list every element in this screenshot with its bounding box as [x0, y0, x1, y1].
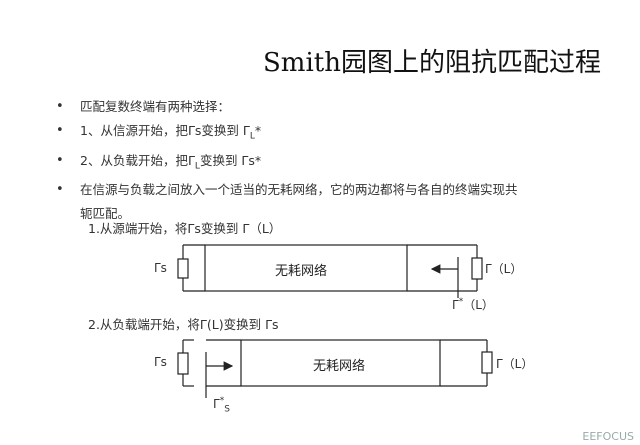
network-label-2: 无耗网络: [313, 359, 366, 374]
conjugate-label-2: Γ*S: [213, 396, 230, 415]
bullet-list: 匹配复数终端有两种选择： 1、从信源开始，把Γs变换到 ΓL* 2、从负载开始，…: [56, 95, 596, 226]
bullet-text: 在信源与负载之间放入一个适当的无耗网络，它的两边都将与各自的终端实现共: [80, 182, 518, 197]
bullet-text: 1、从信源开始，把Γs变换到 Γ: [80, 123, 250, 138]
bullet-subscript: L: [194, 161, 200, 171]
network-label-1: 无耗网络: [275, 264, 328, 279]
page-title: Smith园图上的阻抗匹配过程: [263, 48, 601, 78]
bullet-text: 2、从负载开始，把Γ: [80, 152, 195, 168]
bullet-item: 匹配复数终端有两种选择：: [56, 95, 596, 119]
load-resistor-2: [481, 351, 493, 374]
source-label-2: Γs: [154, 355, 167, 369]
conjugate-label-1: Γ*（L）: [452, 297, 494, 312]
bullet-tail: *: [254, 123, 262, 138]
bullet-tail: 变换到 Γs*: [199, 152, 262, 168]
diagram1-heading: 1.从源端开始，将Γs变换到 Γ（L）: [88, 221, 282, 236]
load-label-1: Γ（L）: [485, 262, 523, 276]
bullet-item: 1、从信源开始，把Γs变换到 ΓL*: [56, 119, 596, 149]
bullet-item: 2、从负载开始，把ΓL变换到 Γs*: [56, 149, 596, 179]
load-resistor-1: [471, 257, 483, 280]
watermark: EEFOCUS: [582, 430, 634, 443]
network-box-2: [240, 339, 441, 387]
source-resistor-1: [177, 258, 189, 279]
source-resistor-2: [177, 352, 189, 375]
diagram2-heading: 2.从负载端开始，将Γ(L)变换到 Γs: [88, 317, 279, 332]
bullet-text: 匹配复数终端有两种选择：: [80, 99, 231, 114]
bullet-text-line2: 轭匹配。: [80, 206, 131, 221]
load-label-2: Γ（L）: [496, 357, 534, 371]
network-box-1: [204, 244, 408, 292]
source-label-1: Γs: [154, 261, 167, 275]
bullet-subscript: L: [249, 131, 255, 142]
